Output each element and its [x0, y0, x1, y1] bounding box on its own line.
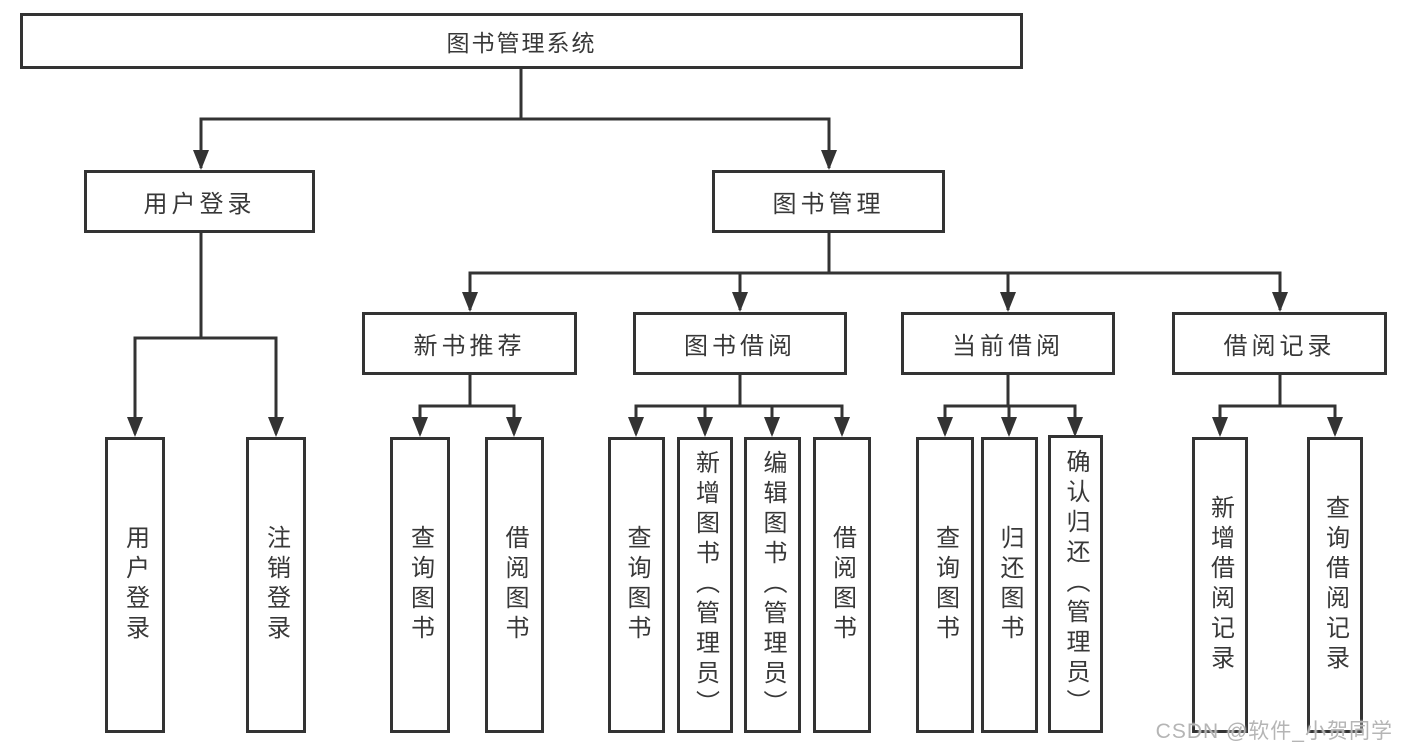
leaf-query-books-borrow: 查询图书 [608, 437, 665, 733]
connector-line-group [133, 69, 1337, 434]
node-borrow-records: 借阅记录 [1172, 312, 1387, 375]
arrowhead-down-icon [1212, 417, 1228, 437]
arrowhead-down-icon [628, 417, 644, 437]
arrowhead-down-icon [268, 417, 284, 437]
arrowhead-down-icon [821, 150, 837, 170]
node-book-borrow: 图书借阅 [633, 312, 847, 375]
leaf-borrow-books: 借阅图书 [813, 437, 871, 733]
node-book-management: 图书管理 [712, 170, 945, 233]
arrowhead-down-icon [697, 417, 713, 437]
node-current-borrow: 当前借阅 [901, 312, 1115, 375]
leaf-add-borrow-record: 新增借阅记录 [1192, 437, 1248, 733]
connector-root [199, 69, 831, 168]
leaf-query-books-recommend: 查询图书 [390, 437, 450, 733]
arrowhead-down-icon [412, 417, 428, 437]
leaf-borrow-books-recommend: 借阅图书 [485, 437, 544, 733]
arrowhead-down-icon [193, 150, 209, 170]
leaf-query-borrow-record: 查询借阅记录 [1307, 437, 1363, 733]
connector-new-book-recommend [418, 375, 516, 434]
leaf-edit-book-admin: 编辑图书（管理员） [744, 437, 801, 733]
connector-book-management [468, 233, 1282, 310]
connector-user-login [133, 233, 278, 434]
connector-book-borrow [634, 375, 844, 434]
arrowhead-down-icon [1000, 292, 1016, 312]
arrowhead-down-icon [462, 292, 478, 312]
arrowhead-down-icon [1327, 417, 1343, 437]
arrowhead-down-icon [1272, 292, 1288, 312]
leaf-user-login: 用户登录 [105, 437, 165, 733]
arrowhead-down-icon [127, 417, 143, 437]
arrowhead-down-icon [506, 417, 522, 437]
node-new-book-recommend: 新书推荐 [362, 312, 577, 375]
leaf-logout-login: 注销登录 [246, 437, 306, 733]
arrowhead-down-icon [764, 417, 780, 437]
leaf-add-book-admin: 新增图书（管理员） [677, 437, 733, 733]
leaf-query-books-current: 查询图书 [916, 437, 974, 733]
arrowhead-down-icon [937, 417, 953, 437]
leaf-return-book: 归还图书 [981, 437, 1038, 733]
node-user-login: 用户登录 [84, 170, 315, 233]
connector-borrow-records [1218, 375, 1337, 434]
arrowhead-down-icon [1067, 417, 1083, 437]
arrowhead-down-icon [1001, 417, 1017, 437]
arrowhead-group [127, 150, 1343, 437]
csdn-watermark: CSDN @软件_小贺同学 [1155, 720, 1393, 743]
leaf-confirm-return-admin: 确认归还（管理员） [1048, 435, 1103, 733]
node-library-system: 图书管理系统 [20, 13, 1023, 69]
arrowhead-down-icon [732, 292, 748, 312]
arrowhead-down-icon [834, 417, 850, 437]
